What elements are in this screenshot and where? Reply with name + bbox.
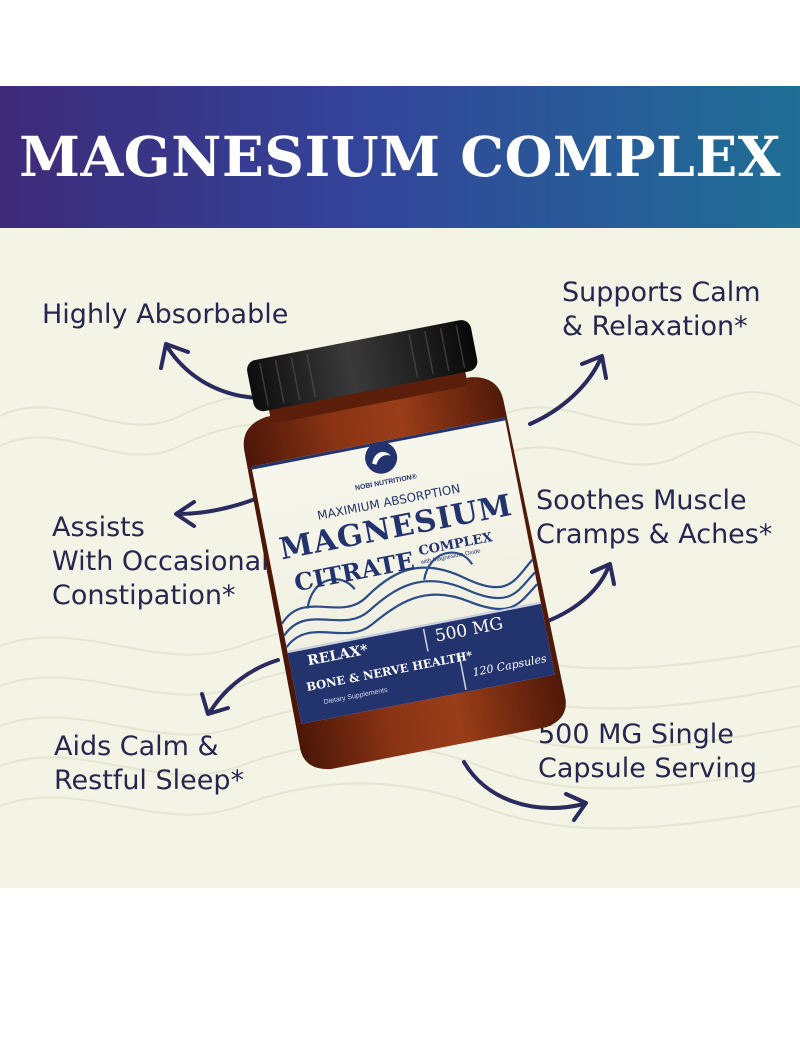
product-bottle — [243, 320, 566, 770]
feature-line: Restful Sleep* — [54, 765, 245, 796]
feature-line: Supports Calm — [562, 277, 761, 308]
feature-supports-calm: Supports Calm & Relaxation* — [562, 276, 761, 344]
feature-highly-absorbable: Highly Absorbable — [42, 298, 288, 332]
feature-line: Assists — [52, 512, 145, 543]
label-count: 120 Capsules — [471, 651, 548, 680]
feature-line: Constipation* — [52, 580, 236, 611]
title-banner: MAGNESIUM COMPLEX — [0, 86, 800, 228]
feature-line: Cramps & Aches* — [536, 519, 773, 550]
feature-line: & Relaxation* — [562, 311, 748, 342]
feature-aids-calm: Aids Calm & Restful Sleep* — [54, 730, 244, 798]
label-dose: 500 MG — [433, 613, 505, 647]
label-category: Dietary Supplements — [323, 686, 389, 707]
feature-line: Aids Calm & — [54, 731, 219, 762]
label-relax: RELAX* — [306, 641, 370, 670]
label-band — [287, 601, 555, 724]
feature-line: Soothes Muscle — [536, 485, 747, 516]
feature-line: Highly Absorbable — [42, 299, 289, 330]
feature-soothes: Soothes Muscle Cramps & Aches* — [536, 484, 772, 552]
feature-assists: Assists With Occasional Constipation* — [52, 511, 269, 613]
banner-title: MAGNESIUM COMPLEX — [19, 124, 781, 189]
brand-logo-icon — [365, 441, 398, 474]
feature-line: 500 MG Single — [538, 719, 734, 750]
feature-line: With Occasional — [52, 546, 269, 577]
bottle-cap — [247, 320, 478, 412]
